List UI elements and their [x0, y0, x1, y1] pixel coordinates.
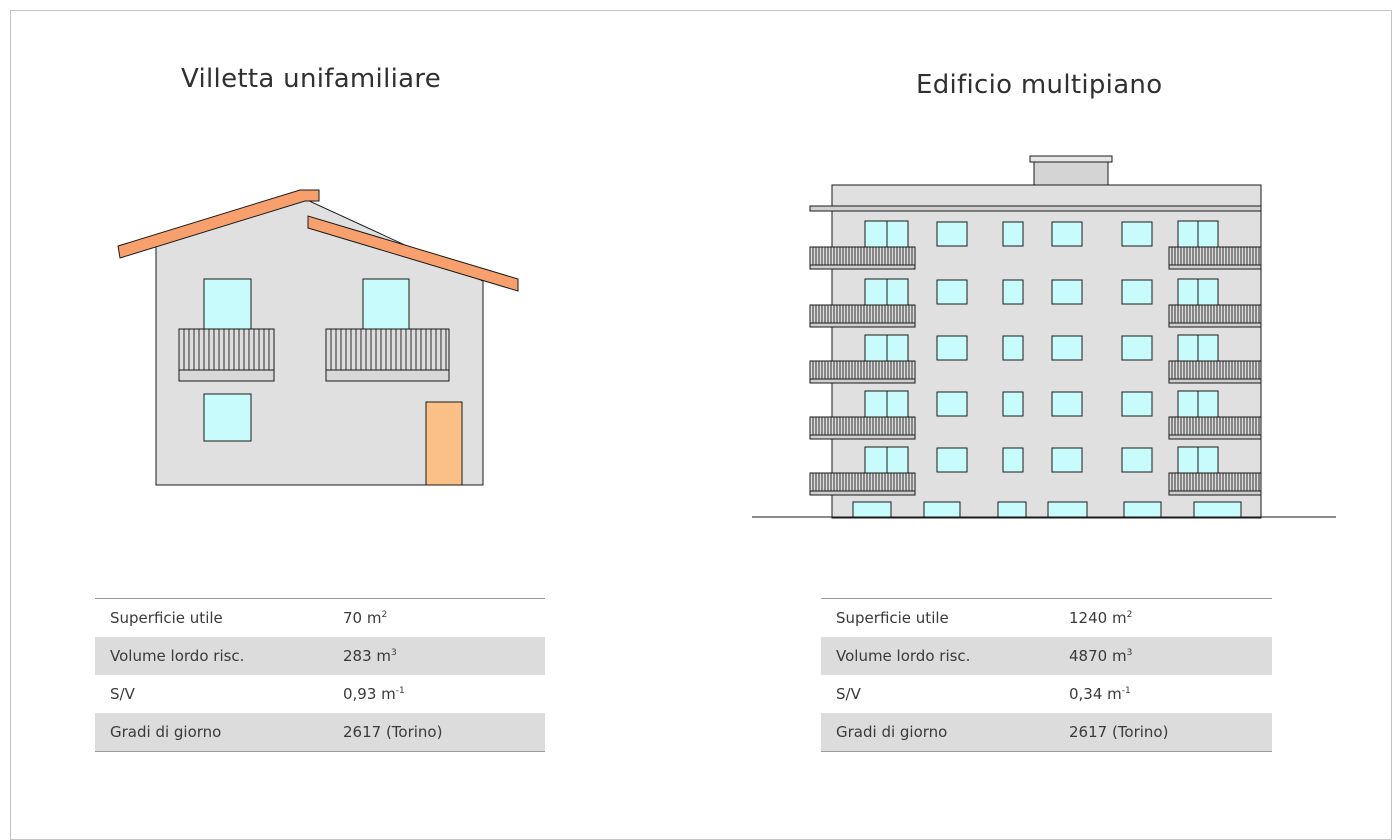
window	[1121, 391, 1153, 417]
villa-window	[203, 393, 252, 442]
row-value: 0,34 m-1	[1069, 685, 1131, 703]
table-row: Volume lordo risc. 4870 m3	[821, 637, 1272, 675]
row-value: 2617 (Torino)	[1069, 723, 1169, 741]
balcony-railing	[809, 360, 916, 380]
table-row: S/V 0,93 m-1	[95, 675, 545, 713]
roof-cornice	[809, 205, 1262, 212]
balcony-slab	[809, 264, 916, 270]
ground-floor-window	[1123, 501, 1162, 518]
window	[1051, 279, 1083, 305]
window	[1051, 221, 1083, 247]
table-row: Superficie utile 1240 m2	[821, 599, 1272, 637]
row-value: 2617 (Torino)	[343, 723, 443, 741]
row-label: S/V	[836, 685, 861, 703]
balcony-railing	[1168, 416, 1262, 436]
balcony-railing	[809, 246, 916, 266]
window	[936, 335, 968, 361]
roof-housing	[1033, 161, 1109, 186]
window	[1121, 221, 1153, 247]
balcony-railing	[1168, 472, 1262, 492]
balcony-slab	[1168, 434, 1262, 440]
window	[1121, 447, 1153, 473]
window	[936, 447, 968, 473]
ground-floor-window	[1193, 501, 1242, 518]
window	[936, 391, 968, 417]
ground-floor-window	[852, 501, 892, 518]
window	[936, 279, 968, 305]
row-label: Superficie utile	[110, 609, 223, 627]
window	[1051, 335, 1083, 361]
ground-floor-window	[1047, 501, 1088, 518]
row-label: Volume lordo risc.	[110, 647, 245, 665]
window	[1002, 335, 1024, 361]
window	[1002, 221, 1024, 247]
villa-balcony-slab	[178, 369, 275, 382]
row-value: 0,93 m-1	[343, 685, 405, 703]
apartment-building-drawing	[752, 155, 1336, 519]
row-value: 283 m3	[343, 647, 397, 665]
balcony-railing	[809, 416, 916, 436]
window	[1051, 391, 1083, 417]
villa-drawing	[117, 189, 519, 486]
window	[1002, 447, 1024, 473]
villa-title: Villetta unifamiliare	[181, 64, 442, 94]
row-label: Gradi di giorno	[110, 723, 222, 741]
table-row: Volume lordo risc. 283 m3	[95, 637, 545, 675]
table-row: Gradi di giorno 2617 (Torino)	[95, 713, 545, 751]
row-label: Superficie utile	[836, 609, 949, 627]
balcony-railing	[809, 472, 916, 492]
ground-floor-window	[923, 501, 961, 518]
window	[1002, 279, 1024, 305]
window	[936, 221, 968, 247]
ground-floor-window	[997, 501, 1027, 518]
railing-frame	[325, 328, 450, 371]
railing-frame	[178, 328, 275, 371]
table-row: Superficie utile 70 m2	[95, 599, 545, 637]
villa-window	[362, 278, 410, 330]
row-label: Gradi di giorno	[836, 723, 948, 741]
apartment-title: Edificio multipiano	[916, 70, 1163, 100]
row-label: Volume lordo risc.	[836, 647, 971, 665]
balcony-slab	[1168, 322, 1262, 328]
balcony-slab	[809, 378, 916, 384]
row-value: 70 m2	[343, 609, 388, 627]
apartment-data-table: Superficie utile 1240 m2 Volume lordo ri…	[821, 598, 1272, 752]
villa-roof-left	[117, 189, 320, 259]
balcony-slab	[809, 490, 916, 496]
balcony-slab	[1168, 264, 1262, 270]
window	[1002, 391, 1024, 417]
roof-housing-cap	[1029, 155, 1113, 163]
table-row: Gradi di giorno 2617 (Torino)	[821, 713, 1272, 751]
window	[1121, 279, 1153, 305]
villa-balcony-railing	[325, 328, 450, 371]
railing-frame	[809, 304, 916, 324]
balcony-slab	[809, 434, 916, 440]
balcony-railing	[1168, 246, 1262, 266]
window	[1051, 447, 1083, 473]
villa-roof-right	[307, 215, 519, 292]
balcony-slab	[1168, 378, 1262, 384]
villa-door	[425, 401, 463, 486]
railing-frame	[809, 360, 916, 380]
railing-frame	[809, 472, 916, 492]
villa-balcony-slab	[325, 369, 450, 382]
balcony-railing	[809, 304, 916, 324]
window	[1121, 335, 1153, 361]
railing-frame	[809, 416, 916, 436]
villa-data-table: Superficie utile 70 m2 Volume lordo risc…	[95, 598, 545, 752]
row-value: 1240 m2	[1069, 609, 1133, 627]
balcony-slab	[809, 322, 916, 328]
row-label: S/V	[110, 685, 135, 703]
villa-balcony-railing	[178, 328, 275, 371]
balcony-slab	[1168, 490, 1262, 496]
villa-window	[203, 278, 252, 330]
balcony-railing	[1168, 360, 1262, 380]
row-value: 4870 m3	[1069, 647, 1133, 665]
balcony-railing	[1168, 304, 1262, 324]
railing-frame	[809, 246, 916, 266]
table-row: S/V 0,34 m-1	[821, 675, 1272, 713]
